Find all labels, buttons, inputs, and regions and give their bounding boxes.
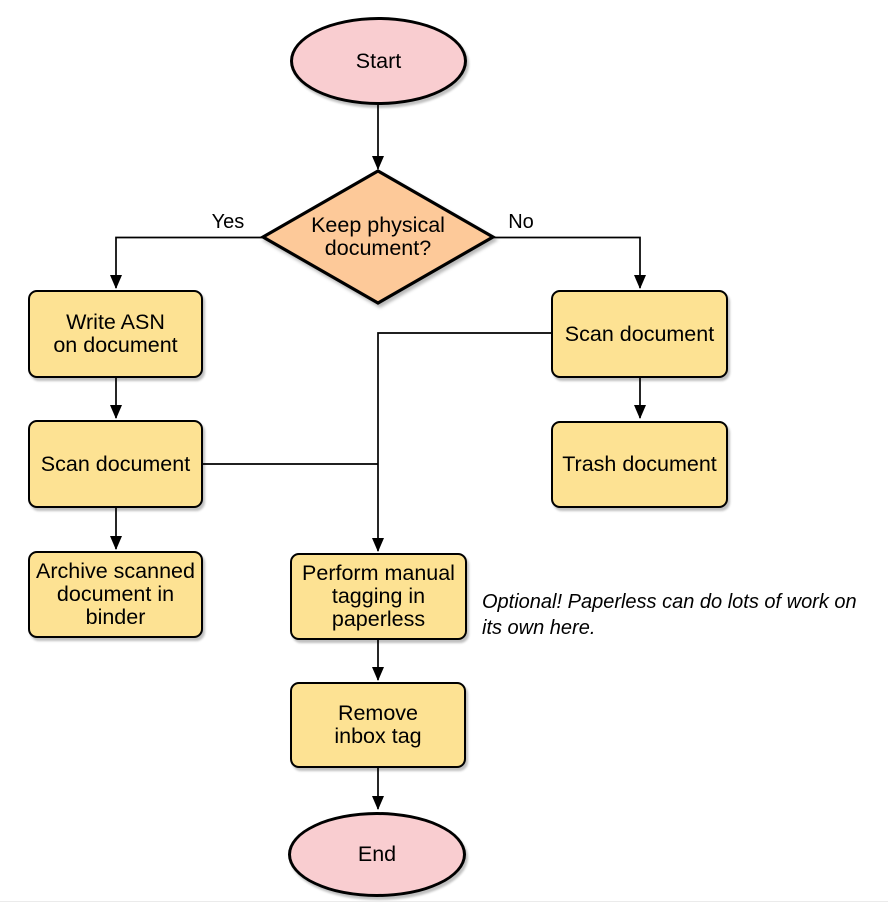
bottom-hairline xyxy=(0,901,888,902)
edge-label-decision-no: No xyxy=(506,211,536,233)
edge-scan-right-to-tagging xyxy=(372,332,551,552)
node-trash-document: Trash document xyxy=(551,421,728,508)
edge-decision-no xyxy=(493,236,646,289)
node-write-asn: Write ASN on document xyxy=(28,290,203,378)
edge-label-decision-yes: Yes xyxy=(209,211,247,233)
node-manual-tagging: Perform manual tagging in paperless xyxy=(290,553,467,640)
node-scan-document-left: Scan document xyxy=(28,420,203,508)
node-scan-document-right: Scan document xyxy=(551,290,728,378)
optional-note-text: Optional! Paperless can do lots of work … xyxy=(482,591,857,639)
node-shape-keep-physical xyxy=(259,169,497,305)
node-remove-inbox-tag: Remove inbox tag xyxy=(290,682,466,768)
node-start: Start xyxy=(290,17,467,105)
node-keep-physical: Keep physical document? xyxy=(311,213,445,260)
edge-decision-yes xyxy=(110,236,263,289)
node-end: End xyxy=(288,812,466,897)
node-archive-in-binder: Archive scanned document in binder xyxy=(28,551,203,638)
